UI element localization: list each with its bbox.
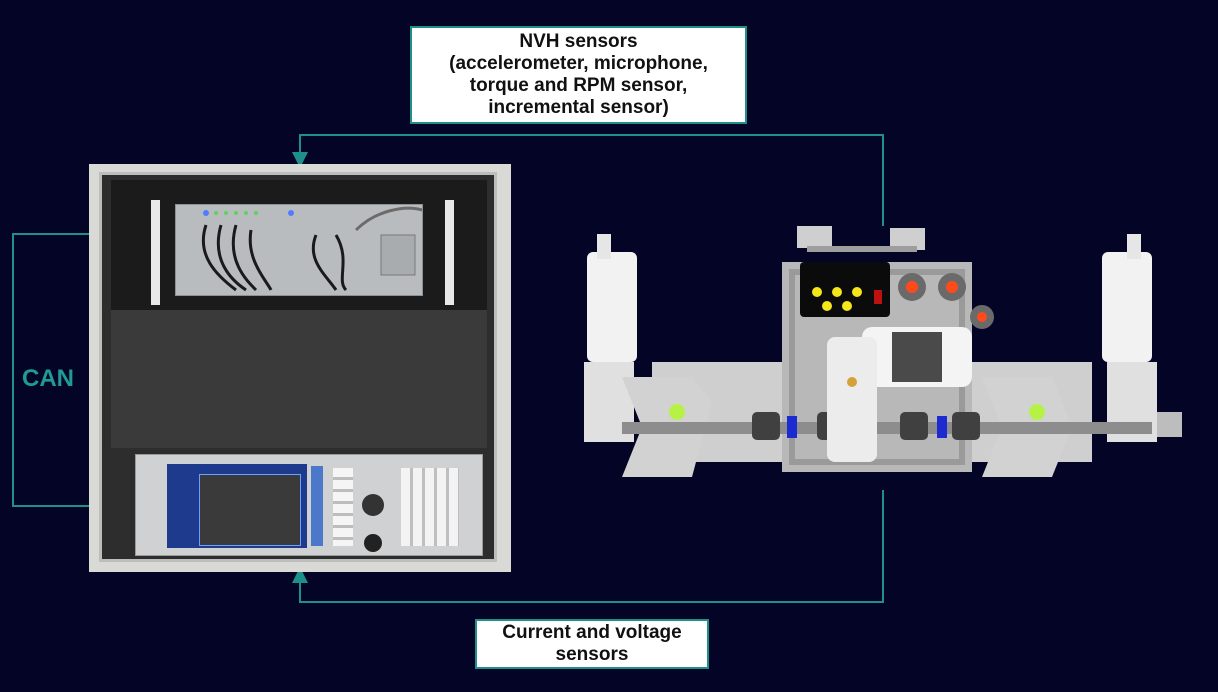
measurement-rack-image	[89, 164, 511, 572]
nvh-line-4: incremental sensor)	[488, 97, 669, 118]
analyzer-button-column	[333, 468, 353, 546]
rack-rail-left	[151, 200, 160, 305]
nvh-sensors-label: NVH sensors (accelerometer, microphone, …	[410, 26, 747, 124]
analyzer-plot-area	[199, 474, 301, 546]
analyzer-knob	[364, 534, 382, 552]
current-voltage-label: Current and voltage sensors	[475, 619, 709, 669]
analyzer-dpad	[362, 494, 384, 516]
patch-panel	[175, 204, 423, 296]
can-label: CAN	[22, 365, 74, 392]
nvh-line-2: (accelerometer, microphone,	[449, 53, 708, 74]
current-voltage-connector	[292, 490, 884, 603]
nvh-line-3: torque and RPM sensor,	[469, 75, 688, 96]
cv-line-1: Current and voltage	[502, 622, 682, 643]
nvh-connector	[292, 134, 884, 226]
test-bench-image	[584, 226, 1182, 477]
rack-rail-right	[445, 200, 454, 305]
analyzer-keypad	[401, 468, 459, 546]
can-connector	[12, 226, 168, 507]
analyzer-softkeys	[311, 466, 323, 546]
cv-line-2: sensors	[555, 644, 629, 665]
nvh-line-1: NVH sensors	[519, 31, 638, 52]
analyzer-screen	[167, 464, 307, 548]
rack-blank-panel	[111, 310, 487, 448]
patch-cables-drawing	[201, 206, 423, 292]
